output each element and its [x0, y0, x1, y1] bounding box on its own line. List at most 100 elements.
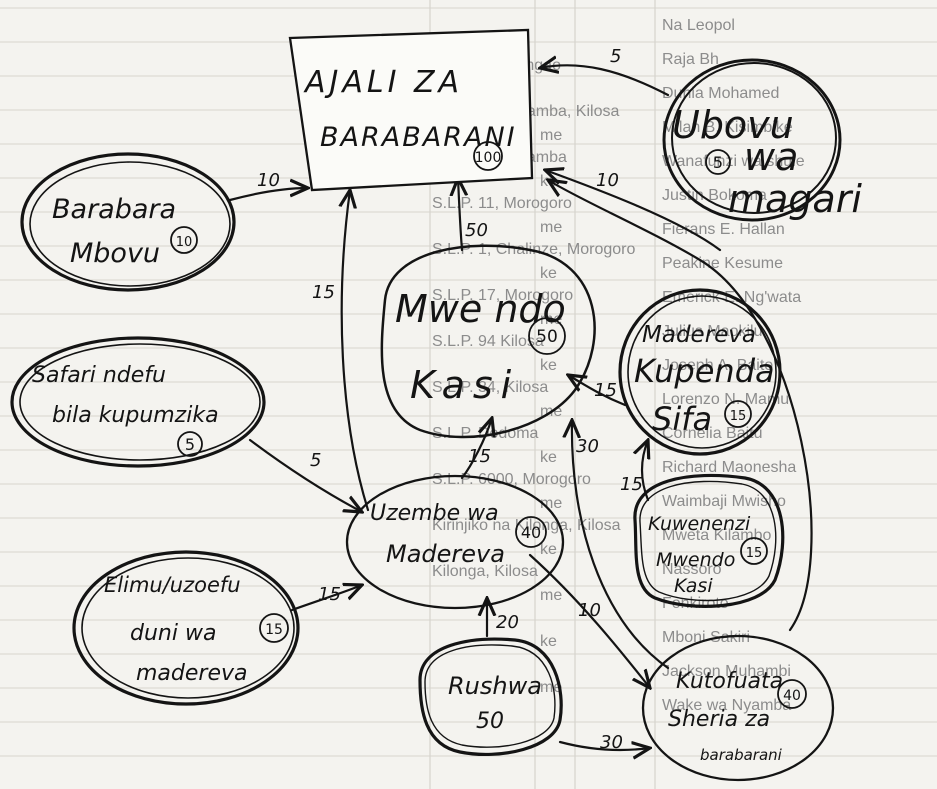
node-kutofuata-sheria: Kutofuata Sheria za barabarani 40	[641, 634, 835, 782]
node-kutofuata-line2: Sheria za	[668, 707, 770, 732]
background-code: me	[540, 219, 562, 236]
background-text: Mweta Kilambo	[662, 527, 771, 544]
edge-label-uzembe-kutofuata: 10	[578, 600, 601, 621]
background-text: Mboni Sakiri	[662, 629, 750, 646]
node-safari-score: 5	[185, 435, 195, 454]
node-kutofuata-line3: barabarani	[700, 746, 783, 764]
edge-label-elimu-uzembe: 15	[318, 584, 341, 605]
node-kuwenenzi-line1: Kuwenenzi	[648, 513, 751, 535]
background-code: me	[540, 311, 562, 328]
node-rushwa: Rushwa 50	[418, 637, 563, 756]
node-elimu-line3: madereva	[136, 661, 248, 686]
node-ubovu-line1: Ubovu	[672, 103, 794, 147]
edge-uzembe-mwendo	[460, 418, 492, 480]
node-elimu-line2: duni wa	[130, 621, 216, 646]
background-text: Kilonga, Kilosa	[432, 563, 538, 580]
edge-ubovu-ajali	[540, 65, 670, 97]
node-ubovu-line2: wa	[744, 135, 798, 179]
background-text: S.L.P. 34, Kilosa	[432, 379, 548, 396]
node-barabara-line1: Barabara	[52, 194, 176, 225]
node-kutofuata-line1: Kutofuata	[676, 669, 783, 694]
background-text: Waimbaji Mwisho	[662, 493, 786, 510]
node-mwendo-line1: Mwe ndo	[395, 287, 566, 331]
background-text: Richard Maonesha	[662, 459, 796, 476]
background-code: ke	[540, 541, 557, 558]
background-text: Peakine Kesume	[662, 255, 783, 272]
node-uzembe-wa-madereva: Uzembe wa Madereva 40	[345, 474, 565, 610]
background-text: Joseph A. Baito	[662, 357, 773, 374]
node-kutofuata-score: 40	[783, 688, 801, 704]
background-code: ke	[540, 265, 557, 282]
node-ajali-za-barabarani: AJALI ZA BARABARANI 100	[288, 28, 534, 192]
background-code: me	[540, 587, 562, 604]
node-safari-ndefu: Safari ndefu bila kupumzika 5	[10, 336, 266, 468]
node-kuwenenzi-line2: Mwendo	[656, 549, 735, 571]
node-kuwenenzi-line3: Kasi	[674, 575, 713, 597]
edge-uzembe-kutofuata	[528, 553, 650, 688]
background-code: ke	[540, 633, 557, 650]
node-barabara-line2: Mbovu	[70, 238, 160, 269]
node-ubovu-line3: magari	[728, 177, 862, 221]
node-elimu-score: 15	[265, 622, 283, 638]
node-uzembe-score: 40	[521, 523, 541, 542]
node-elimu-line1: Elimu/uzoefu	[104, 573, 241, 597]
node-safari-line1: Safari ndefu	[32, 363, 166, 388]
node-ajali-score: 100	[475, 150, 502, 166]
edge-safari-uzembe	[248, 438, 362, 512]
edge-label-kuwenenzi-kupenda: 15	[620, 474, 643, 495]
node-kupenda-line2: Kupenda	[634, 352, 775, 390]
node-rushwa-line1: Rushwa	[448, 672, 542, 700]
background-text: Milan B. Kisimbike	[662, 119, 793, 136]
edge-label-kutofuata-ajali: 10	[596, 170, 619, 191]
background-code: me	[540, 679, 562, 696]
edge-label-safari-uzembe: 5	[310, 450, 321, 471]
edge-kutofuata-ajali-2	[545, 170, 722, 252]
background-text: S.L.P. 6000, Morogoro	[432, 471, 591, 488]
node-rushwa-value: 50	[476, 709, 504, 734]
edge-label-ubovu-ajali: 5	[610, 46, 621, 67]
background-text: Kirinjiko na Kilonga, Kilosa	[432, 517, 621, 534]
edge-label-mwendo-ajali: 50	[465, 220, 488, 241]
edge-label-rushwa-kutofuata: 30	[600, 732, 623, 753]
edge-label-uzembe-ajali: 15	[312, 282, 335, 303]
node-ubovu-score: 5	[713, 153, 723, 172]
node-kuwenenzi-mwendo-kasi: Kuwenenzi Mwendo Kasi 15	[633, 473, 785, 608]
edge-elimu-uzembe	[290, 585, 362, 612]
edge-label-barabara-ajali: 10	[257, 170, 280, 191]
background-text: Jackson Muhambi	[662, 663, 791, 680]
node-ajali-line2: BARABARANI	[320, 122, 517, 153]
edge-kupenda-mwendo	[568, 375, 627, 407]
background-text: Justin Bokoma	[662, 187, 767, 204]
edge-uzembe-ajali	[342, 190, 370, 512]
node-mwendo-line2: Kasi	[410, 363, 519, 407]
background-text: Cornelia Baitu	[662, 425, 763, 442]
background-code: ke	[540, 449, 557, 466]
node-mwendo-score: 50	[536, 327, 558, 347]
edge-rushwa-kutofuata	[558, 740, 650, 750]
node-safari-line2: bila kupumzika	[52, 403, 219, 428]
node-kupenda-line3: Sifa	[652, 400, 712, 438]
background-text: Na Leopol	[662, 17, 735, 34]
edge-mwendo-ajali	[458, 178, 462, 252]
node-kupenda-line1: Madereva	[642, 322, 756, 348]
background-text: Wake wa Nyamba	[662, 697, 791, 714]
node-kuwenenzi-score: 15	[746, 546, 763, 561]
edge-kuwenenzi-kupenda	[642, 440, 648, 502]
node-ubovu-wa-magari: Ubovu wa magari 5	[662, 58, 862, 222]
background-code: me	[540, 495, 562, 512]
edge-label-uzembe-mwendo: 15	[468, 446, 491, 467]
edge-barabara-ajali	[228, 188, 308, 202]
node-barabara-score: 10	[176, 235, 193, 250]
node-elimu-uzoefu: Elimu/uzoefu duni wa madereva 15	[72, 550, 300, 706]
background-text: Raja Bh	[662, 51, 719, 68]
edge-kutofuata-ajali	[548, 180, 813, 632]
background-text: Julius Maokilu	[662, 323, 762, 340]
node-uzembe-line1: Uzembe wa	[370, 501, 499, 526]
node-ajali-line1: AJALI ZA	[303, 65, 463, 100]
background-text: Lorenzo N. Mamu	[662, 391, 789, 408]
background-code: me	[540, 127, 562, 144]
node-mwendo-kasi: Mwe ndo Kasi 50	[380, 244, 596, 439]
edge-label-kutofuata-mwendo: 30	[576, 436, 599, 457]
